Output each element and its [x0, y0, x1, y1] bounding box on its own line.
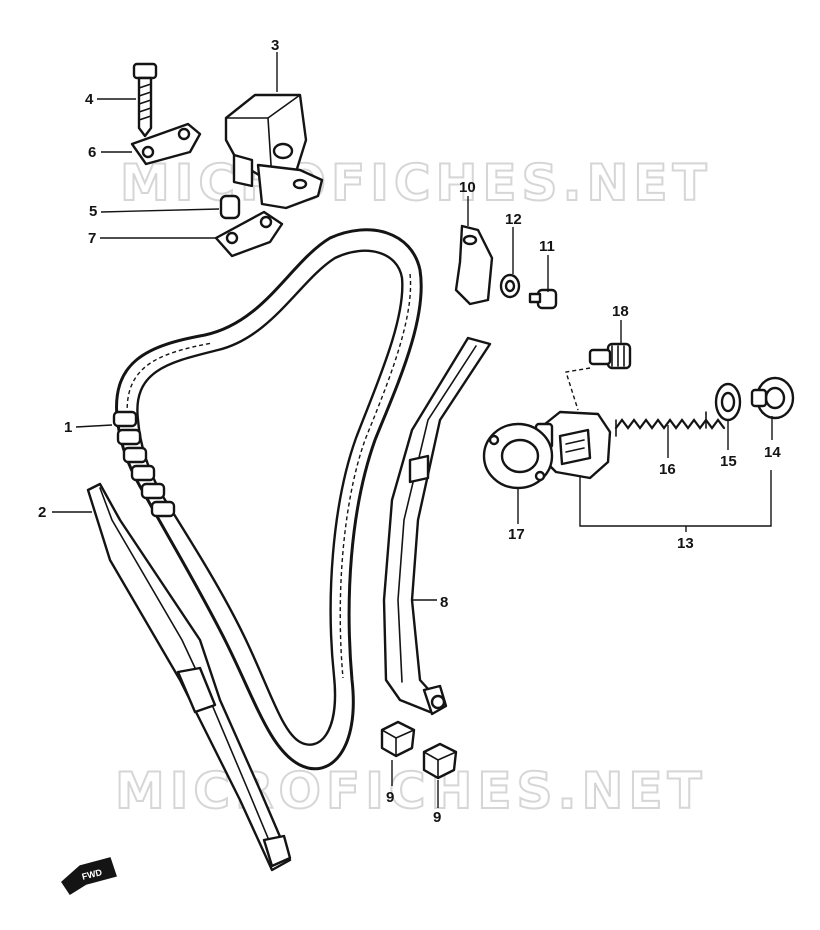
callout-9-left: 9: [386, 789, 394, 806]
watermark-top: MICROFICHES.NET: [120, 154, 712, 212]
washer: [499, 273, 521, 299]
callout-9-right: 9: [433, 809, 441, 826]
callout-8: 8: [440, 594, 448, 611]
front-arrow-label: FWD: [81, 867, 104, 882]
chain-guide-front: [86, 482, 292, 872]
callouts: 1 2 3 4 5 6 7 8 9 9 10 11 12 13 14 15 16…: [38, 37, 781, 826]
tensioner-plate: [454, 224, 494, 306]
callout-1: 1: [64, 419, 72, 436]
dowel-pin: [219, 194, 241, 220]
front-arrow-icon: FWD: [61, 857, 117, 896]
callout-11: 11: [539, 238, 555, 255]
callout-17: 17: [508, 526, 525, 543]
callout-13: 13: [677, 535, 694, 552]
guide-holder: [224, 93, 324, 210]
callout-4: 4: [85, 91, 94, 108]
spring-washer: [714, 382, 742, 422]
callout-5: 5: [89, 203, 97, 220]
cap-bolt: [750, 376, 795, 420]
callout-18: 18: [612, 303, 629, 320]
callout-3: 3: [271, 37, 279, 54]
callout-15: 15: [720, 453, 737, 470]
leader-lines: [52, 52, 773, 808]
callout-10: 10: [459, 179, 476, 196]
tensioner-bolt: [565, 342, 632, 411]
callout-16: 16: [659, 461, 676, 478]
chain-tensioner-guide: [382, 336, 492, 716]
callout-7: 7: [88, 230, 96, 247]
lower-plate: [214, 210, 284, 258]
cam-chain: [112, 228, 423, 771]
guide-cushion-right: [422, 742, 458, 780]
callout-6: 6: [88, 144, 96, 161]
spring: [614, 411, 726, 437]
bolt: [132, 62, 158, 138]
guide-cushion-left: [380, 720, 416, 758]
upper-plate: [130, 122, 202, 166]
chain-links: [112, 410, 176, 518]
tensioner-gasket: [482, 422, 554, 490]
callout-14: 14: [764, 444, 781, 461]
callout-2: 2: [38, 504, 46, 521]
callout-12: 12: [505, 211, 522, 228]
small-bolt: [528, 288, 558, 310]
watermark-bottom: MICROFICHES.NET: [115, 762, 707, 820]
